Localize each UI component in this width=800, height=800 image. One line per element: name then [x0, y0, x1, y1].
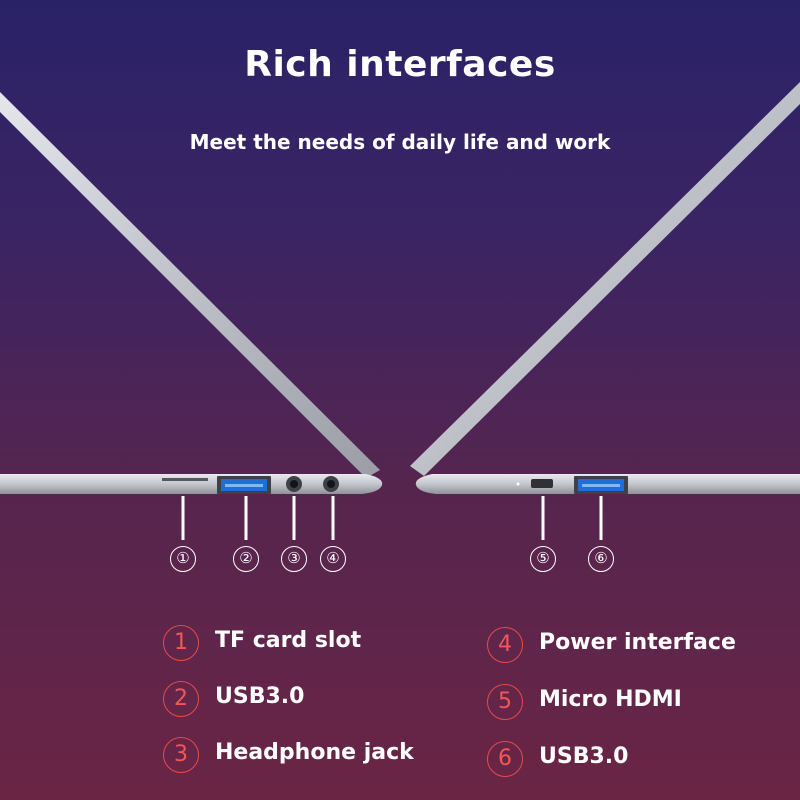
headphone-jack	[286, 476, 302, 492]
port-marker-4: ④	[320, 546, 346, 572]
port-marker-2: ②	[233, 546, 259, 572]
legend-number-badge: 1	[163, 625, 199, 661]
usb-port-left	[217, 476, 271, 494]
legend-label: Micro HDMI	[539, 687, 682, 712]
legend-number-badge: 4	[487, 627, 523, 663]
legend-label: USB3.0	[215, 684, 305, 709]
legend-number-badge: 2	[163, 681, 199, 717]
page-subtitle: Meet the needs of daily life and work	[189, 130, 611, 154]
legend-label: USB3.0	[539, 744, 629, 769]
legend-number-badge: 3	[163, 737, 199, 773]
micro-hdmi-port	[531, 479, 553, 488]
left-laptop-lid	[0, 92, 380, 478]
legend-number-badge: 6	[487, 741, 523, 777]
port-marker-3: ③	[281, 546, 307, 572]
usb-port-right	[574, 476, 628, 494]
status-led	[516, 482, 520, 486]
right-laptop	[410, 82, 800, 494]
port-marker-6: ⑥	[588, 546, 614, 572]
port-leader-lines	[181, 496, 603, 540]
left-laptop	[0, 92, 383, 494]
page-title: Rich interfaces	[244, 44, 556, 85]
power-interface	[323, 476, 339, 492]
legend-label: TF card slot	[215, 628, 362, 653]
legend-label: Headphone jack	[215, 740, 414, 765]
legend-number-badge: 5	[487, 684, 523, 720]
tf-card-slot	[162, 478, 208, 481]
legend-label: Power interface	[539, 630, 736, 655]
right-laptop-lid	[410, 82, 800, 476]
port-marker-5: ⑤	[530, 546, 556, 572]
left-laptop-base	[0, 474, 383, 494]
port-marker-1: ①	[170, 546, 196, 572]
